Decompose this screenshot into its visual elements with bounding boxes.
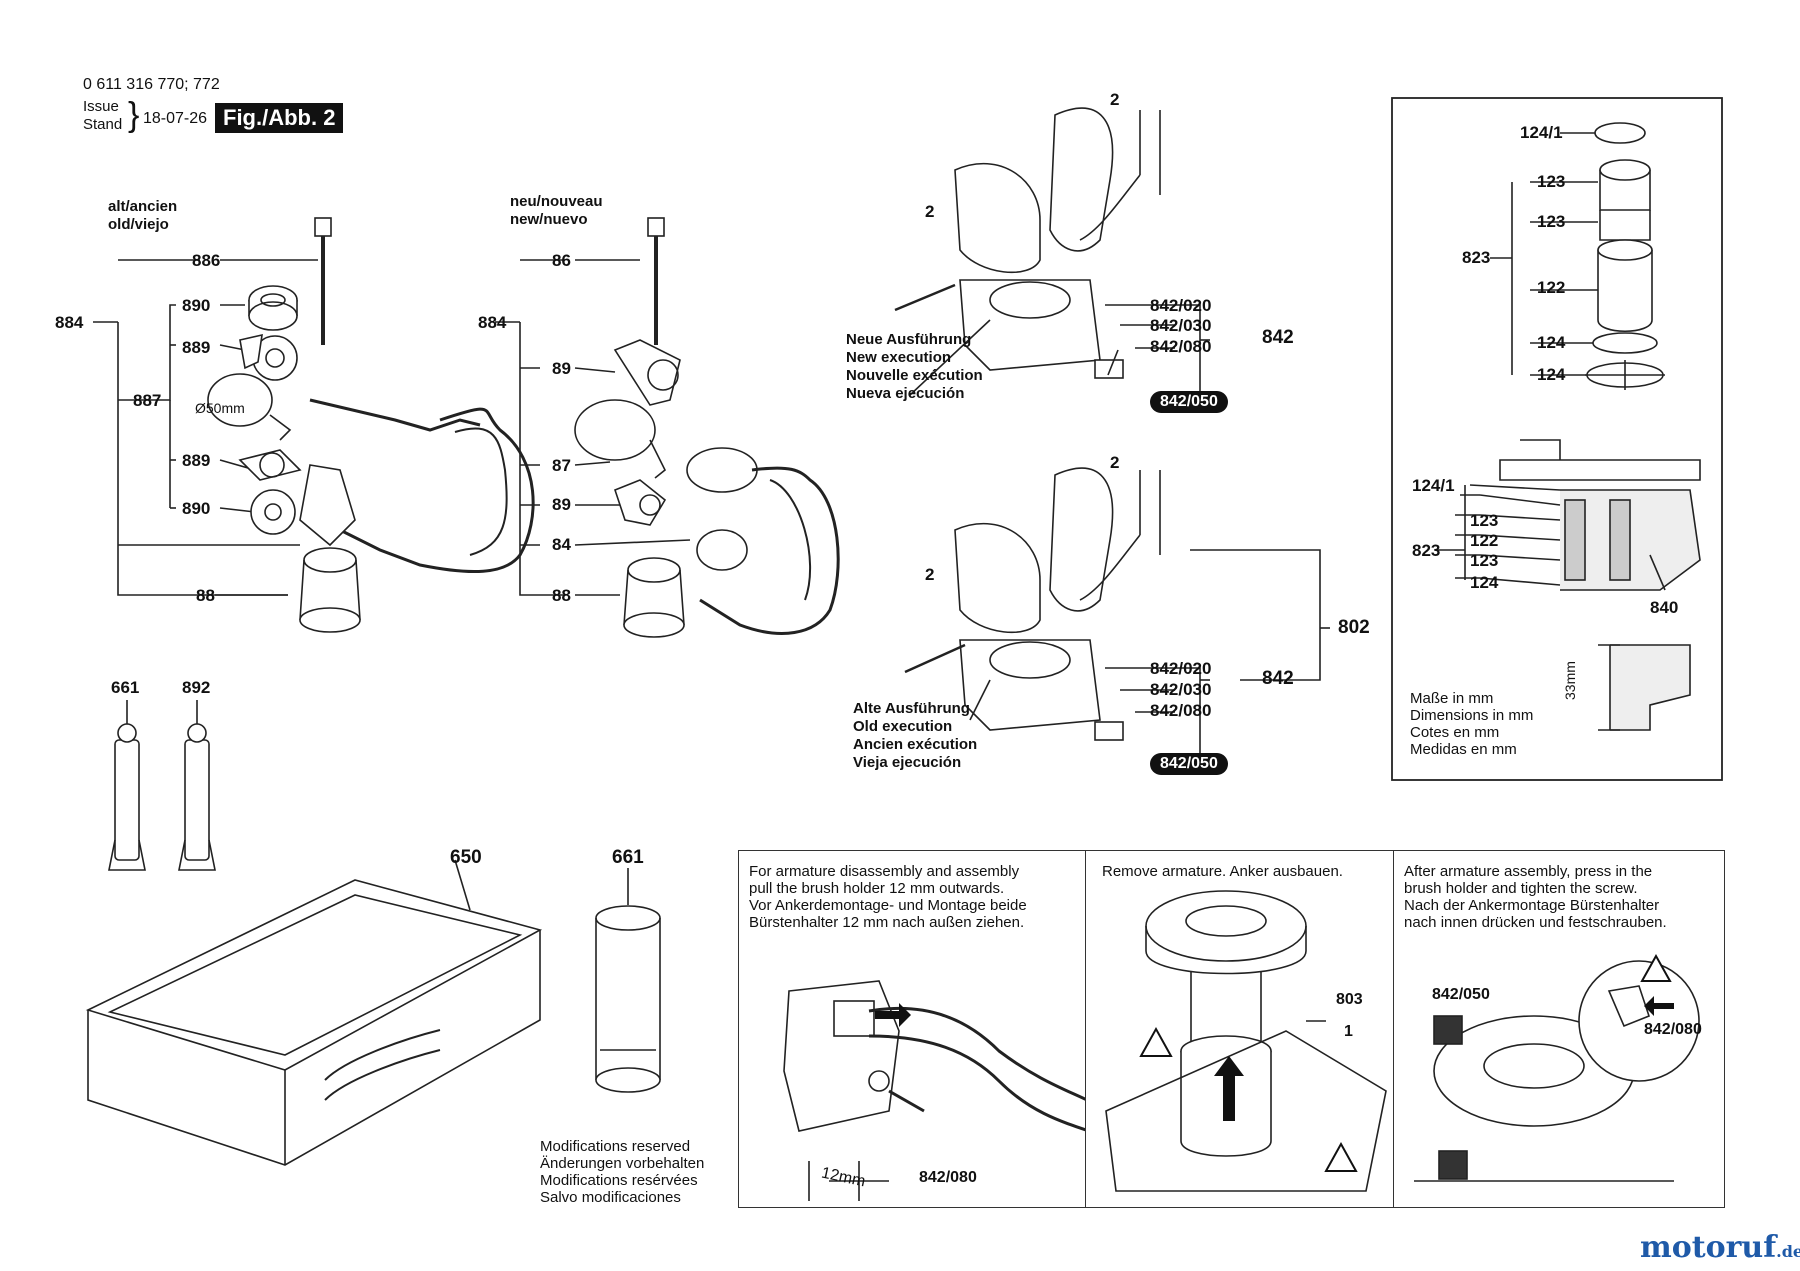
figure-badge: Fig./Abb. 2 [215, 103, 344, 133]
label-124-b: 124 [1537, 365, 1566, 384]
issue-label: Issue [83, 98, 119, 115]
label-2-bottom-a: 2 [1110, 453, 1120, 472]
label-87: 87 [552, 456, 571, 475]
panel-2-ref-1: 1 [1344, 1023, 1353, 1040]
new-title-en-es: new/nuevo [510, 211, 588, 228]
label-840: 840 [1650, 598, 1679, 617]
label-123-section-b: 123 [1470, 551, 1499, 570]
label-2-top-b: 2 [925, 202, 935, 221]
panel-brush-holder-pull: For armature disassembly and assembly pu… [738, 850, 1092, 1208]
label-842-030-top: 842/030 [1150, 316, 1212, 335]
label-123-a: 123 [1537, 172, 1566, 191]
diameter-label: Ø50mm [195, 400, 245, 416]
label-124-a: 124 [1537, 333, 1566, 352]
old-execution-note: Alte Ausführung Old execution Ancien exé… [853, 700, 978, 771]
label-124-section: 124 [1470, 573, 1499, 592]
label-887: 887 [133, 391, 162, 410]
label-889-top: 889 [182, 338, 211, 357]
label-124-1-top: 124/1 [1520, 123, 1563, 142]
label-890-bottom: 890 [182, 499, 211, 518]
panel-3-drawing [1414, 953, 1700, 1182]
label-842-bottom: 842 [1262, 668, 1294, 689]
badge-842-050-top: 842/050 [1150, 391, 1228, 413]
panel-2-text: Remove armature. Anker ausbauen. [1102, 863, 1343, 880]
label-661-tube: 661 [111, 678, 140, 697]
label-823-top: 823 [1462, 248, 1491, 267]
panel-3-text: After armature assembly, press in the br… [1404, 863, 1667, 931]
label-892: 892 [182, 678, 211, 697]
label-2-bottom-b: 2 [925, 565, 935, 584]
label-88-new: 88 [552, 586, 571, 605]
panel-2-drawing [1105, 890, 1387, 1192]
panel-2-ref-803: 803 [1336, 991, 1363, 1008]
label-842-020-bottom: 842/020 [1150, 659, 1212, 678]
label-89-bottom: 89 [552, 495, 571, 514]
panel-3-ref-842-080: 842/080 [1644, 1021, 1702, 1038]
label-123-section-a: 123 [1470, 511, 1499, 530]
label-84: 84 [552, 535, 571, 554]
new-execution-note: Neue Ausführung New execution Nouvelle e… [846, 331, 983, 402]
dimension-33mm: 33mm [1562, 661, 1578, 700]
panel-1-text: For armature disassembly and assembly pu… [749, 863, 1027, 931]
label-88-old: 88 [196, 586, 215, 605]
modifications-note: Modifications reserved Änderungen vorbeh… [540, 1138, 705, 1206]
label-650: 650 [450, 847, 482, 868]
panel-1-drawing [783, 980, 1090, 1201]
watermark-tld: .de [1776, 1242, 1800, 1261]
label-886: 886 [192, 251, 221, 270]
old-title-en-es: old/viejo [108, 216, 169, 233]
label-2-top-a: 2 [1110, 90, 1120, 109]
label-842-top: 842 [1262, 327, 1294, 348]
label-124-1-section: 124/1 [1412, 476, 1455, 495]
units-note: Maße in mm Dimensions in mm Cotes en mm … [1410, 690, 1534, 758]
part-number: 0 611 316 770; 772 [83, 76, 220, 93]
label-842-080-top: 842/080 [1150, 337, 1212, 356]
panel-1-ref-842-080: 842/080 [919, 1169, 977, 1186]
label-122-top: 122 [1537, 278, 1566, 297]
issue-date: 18-07-26 [143, 110, 208, 127]
label-86: 86 [552, 251, 571, 270]
label-842-030-bottom: 842/030 [1150, 680, 1212, 699]
watermark-logo: motoruf.de [1640, 1230, 1800, 1265]
panel-3-ref-842-050: 842/050 [1432, 986, 1490, 1003]
label-123-b: 123 [1537, 212, 1566, 231]
label-802: 802 [1338, 617, 1370, 638]
panel-press-brush-holder: After armature assembly, press in the br… [1393, 850, 1725, 1208]
badge-842-050-bottom: 842/050 [1150, 753, 1228, 775]
issue-brace: } [128, 96, 140, 134]
label-884-new: 884 [478, 313, 507, 332]
stand-label: Stand [83, 116, 123, 133]
new-title-de-fr: neu/nouveau [510, 193, 603, 210]
label-889-bottom: 889 [182, 451, 211, 470]
label-842-020-top: 842/020 [1150, 296, 1212, 315]
watermark-brand: motoruf [1640, 1230, 1777, 1265]
label-842-080-bottom: 842/080 [1150, 701, 1212, 720]
label-823-section: 823 [1412, 541, 1441, 560]
label-122-section: 122 [1470, 531, 1499, 550]
label-884-old: 884 [55, 313, 84, 332]
label-890-top: 890 [182, 296, 211, 315]
old-title-de-fr: alt/ancien [108, 198, 178, 215]
label-89-top: 89 [552, 359, 571, 378]
label-661-can: 661 [612, 847, 644, 868]
panel-remove-armature: Remove armature. Anker ausbauen. 803 1 [1085, 850, 1395, 1208]
